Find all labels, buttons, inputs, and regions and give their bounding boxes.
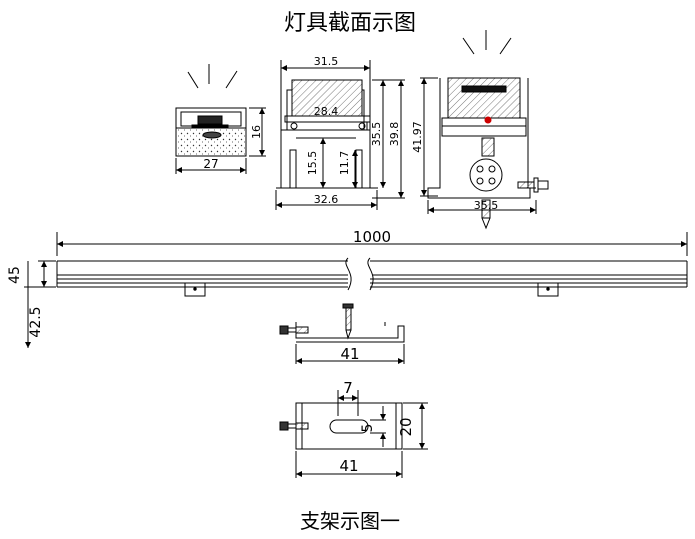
dim-bar-height-b: 42.5 [28,306,44,337]
long-bar [24,232,688,348]
dim-right-bottom-width: 35.5 [474,199,499,212]
bracket-top [279,390,428,478]
dim-bracket-top-width: 41 [339,457,358,475]
profile-mid [275,60,405,210]
dim-right-height: 41.97 [411,121,424,153]
dim-mid-lower-b: 11.7 [338,151,351,176]
dim-bracket-top-height: 20 [397,417,415,436]
dim-mid-inner-width: 28.4 [314,105,339,118]
dim-mid-lower-a: 15.5 [306,151,319,176]
dim-bar-height-a: 45 [7,266,23,284]
dim-slot-width: 7 [343,379,353,397]
dim-bracket-side-width: 41 [340,345,359,363]
bracket-side [279,303,405,364]
title-section-view: 灯具截面示图 [284,11,416,36]
dim-small-height: 16 [250,125,263,139]
profile-small [175,64,266,174]
title-bracket-view: 支架示图一 [300,509,400,533]
dim-small-width: 27 [203,157,218,171]
dim-slot-height: 5 [360,424,376,433]
profile-right [420,30,549,230]
dim-mid-top-width: 31.5 [314,55,339,68]
dim-bar-length: 1000 [353,228,391,246]
dim-mid-bottom-width: 32.6 [314,193,339,206]
dim-mid-height-a: 35.5 [370,122,383,147]
dim-mid-height-b: 39.8 [388,122,401,147]
